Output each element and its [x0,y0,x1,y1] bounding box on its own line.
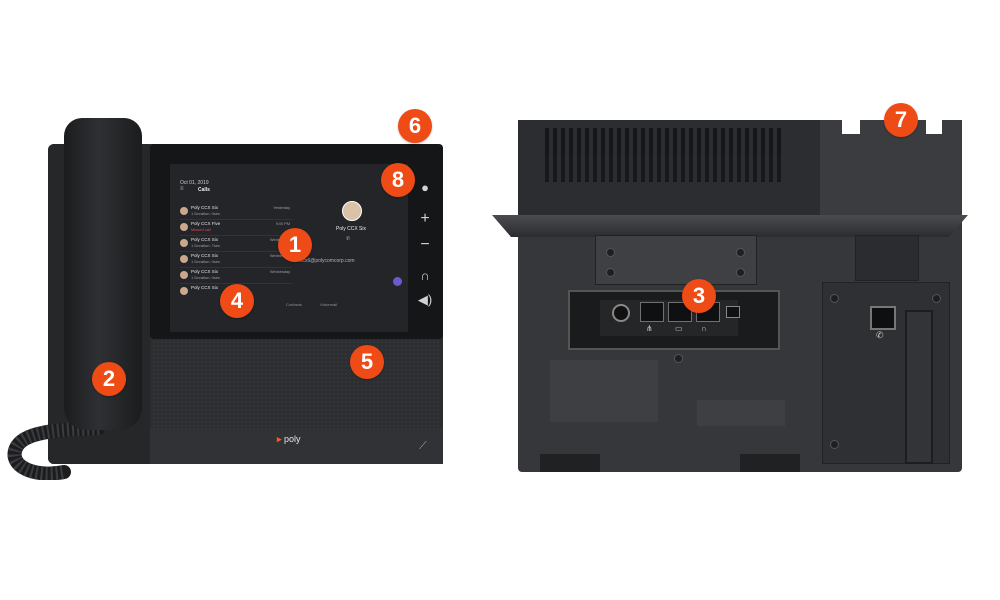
computer-icon: ▭ [675,324,683,333]
avatar [180,223,188,231]
avatar [180,207,188,215]
screw [674,354,683,363]
volume-icon[interactable]: ◀) [417,292,433,307]
rear-top-right-block [820,120,962,220]
label-area [550,360,658,422]
label-area [697,400,785,426]
rear-vents-lower [545,156,785,182]
mute-icon[interactable]: ⟋ [419,440,427,452]
ethernet-lan-port[interactable] [640,302,664,322]
call-list-item[interactable]: Poly CCX Five Missed call 9:00 PM [180,220,292,236]
stand-hinge-right [855,235,919,281]
screw [606,268,615,277]
callout-7: 7 [884,103,918,137]
callout-8: 8 [381,163,415,197]
side-key-column: ● + − ∩ ◀) [410,164,440,332]
contact-name: Poly CCX Six [336,226,367,232]
callout-4: 4 [220,284,254,318]
rubber-foot [740,454,800,472]
screw [736,248,745,257]
rear-vents-top [545,128,785,156]
speaker-grille [152,340,440,428]
user-badge[interactable] [393,277,402,286]
cable-channel [905,310,933,464]
power-port[interactable] [612,304,630,322]
screen-title: Calls [198,187,210,193]
stand-hinge [595,235,757,285]
callout-5: 5 [350,345,384,379]
headset-icon: ∩ [701,324,707,333]
screw [830,440,839,449]
contact-avatar [342,201,362,221]
avatar [180,271,188,279]
avatar [180,287,188,295]
screen-date: Oct 01, 2019 [180,180,209,186]
contact-email: ccx6@polycomcorp.com [300,258,355,264]
teams-icon[interactable]: ● [421,180,429,195]
rubber-foot [540,454,600,472]
callout-6: 6 [398,109,432,143]
callout-3: 3 [682,279,716,313]
screw [736,268,745,277]
call-list-item[interactable]: Poly CCX Six 1 Duration: 0sec Yesterday [180,204,292,220]
call-list-item[interactable]: Poly CCX Six 1 Duration: 7sec Wednesday [180,236,292,252]
plus-icon[interactable]: + [420,210,430,227]
menu-icon[interactable]: ≡ [180,186,184,192]
minus-icon[interactable]: − [420,236,430,253]
screw [830,294,839,303]
tab-voicemail[interactable]: Voicemail [320,302,338,307]
rear-notch-right [926,120,942,134]
call-list-item[interactable]: Poly CCX Six [180,284,292,299]
call-list-item[interactable]: Poly CCX Six 1 Duration: 0sec Wednesday [180,268,292,284]
screw [606,248,615,257]
headset-icon[interactable]: ∩ [420,268,430,283]
coiled-cord [7,421,104,480]
front-base-strip [150,428,443,464]
phone-handset-icon[interactable]: ✆ [346,236,351,242]
callout-1: 1 [278,228,312,262]
rear-notch-left [842,120,860,134]
stand-plate[interactable] [492,215,968,237]
tab-contacts[interactable]: Contacts [286,302,302,307]
screw [932,294,941,303]
call-list-item[interactable]: Poly CCX Six 1 Duration: 0sec Wednesday [180,252,292,268]
ethernet-icon: ⋔ [646,324,653,333]
handset-jack[interactable] [870,306,896,330]
aux-port[interactable] [726,306,740,318]
avatar [180,255,188,263]
phone-handset-icon: ✆ [876,330,884,340]
callout-2: 2 [92,362,126,396]
poly-logo: ▸ poly [277,434,301,444]
avatar [180,239,188,247]
